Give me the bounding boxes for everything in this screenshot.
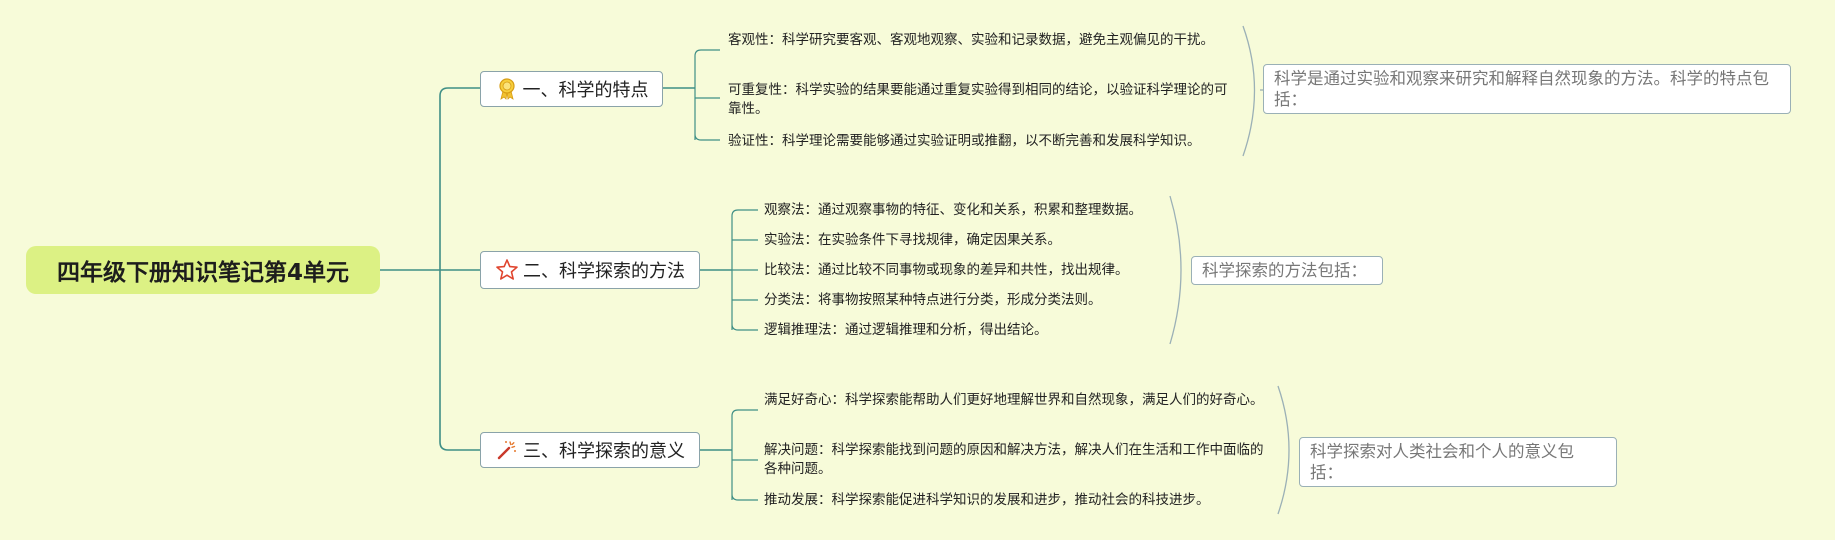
connector-root-branch-1 [439,87,480,270]
leaf-b3-2[interactable]: 解决问题：科学探索能找到问题的原因和解决方法，解决人们在生活和工作中面临的各种问… [764,442,1264,477]
branch-2-label: 二、科学探索的方法 [523,261,685,282]
branch-1-topic[interactable]: 一、科学的特点 [480,71,663,107]
leaf-b2-5[interactable]: 逻辑推理法：通过逻辑推理和分析，得出结论。 [764,322,1048,338]
leaf-b3-1[interactable]: 满足好奇心：科学探索能帮助人们更好地理解世界和自然现象，满足人们的好奇心。 [764,392,1264,408]
leaf-b2-1[interactable]: 观察法：通过观察事物的特征、变化和关系，积累和整理数据。 [764,202,1142,218]
leaf-b2-3[interactable]: 比较法：通过比较不同事物或现象的差异和共性，找出规律。 [764,262,1129,278]
leaf-b2-2[interactable]: 实验法：在实验条件下寻找规律，确定因果关系。 [764,232,1061,248]
connector-b3-leaves [731,409,758,501]
branch-3-label: 三、科学探索的意义 [523,441,685,462]
leaf-b1-2[interactable]: 可重复性：科学实验的结果要能通过重复实验得到相同的结论，以验证科学理论的可靠性。 [728,82,1228,117]
summary-b3[interactable]: 科学探索对人类社会和个人的意义包括： [1299,437,1617,487]
connector-b2-leaves [731,209,758,331]
branch-2-topic[interactable]: 二、科学探索的方法 [480,251,700,289]
branch-1-label: 一、科学的特点 [522,80,649,101]
magic-wand-icon [495,438,519,462]
leaf-b2-4[interactable]: 分类法：将事物按照某种特点进行分类，形成分类法则。 [764,292,1102,308]
bracket-b2 [1169,195,1182,345]
root-title: 四年级下册知识笔记第4单元 [56,260,349,286]
summary-b1[interactable]: 科学是通过实验和观察来研究和解释自然现象的方法。科学的特点包括： [1263,64,1791,114]
connector-b1-leaves [694,49,720,141]
leaf-b1-1[interactable]: 客观性：科学研究要客观、客观地观察、实验和记录数据，避免主观偏见的干扰。 [728,32,1214,48]
branch-3-topic[interactable]: 三、科学探索的意义 [480,432,700,468]
bracket-b1 [1242,25,1256,157]
summary-b2[interactable]: 科学探索的方法包括： [1191,256,1383,285]
award-ribbon-icon [495,77,519,101]
star-outline-icon [495,258,519,282]
leaf-b1-3[interactable]: 验证性：科学理论需要能够通过实验证明或推翻，以不断完善和发展科学知识。 [728,133,1201,149]
bracket-b3 [1277,385,1290,515]
leaf-b3-3[interactable]: 推动发展：科学探索能促进科学知识的发展和进步，推动社会的科技进步。 [764,492,1210,508]
connector-root-branch-3 [439,270,480,451]
root-topic[interactable]: 四年级下册知识笔记第4单元 [26,246,380,294]
